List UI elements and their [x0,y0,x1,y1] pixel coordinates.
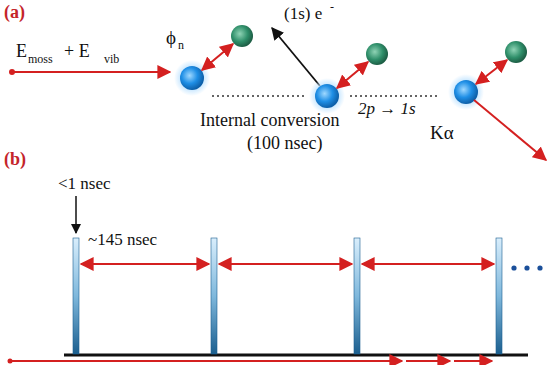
xray-arrow [474,100,546,160]
pulse-bar [211,238,217,354]
atom-halo [174,60,210,96]
blue-atom [180,66,204,90]
bond-arrow [476,60,507,84]
bond-arrow [202,44,233,70]
panel-label: (a) [4,3,25,21]
pointer-arrow [75,196,77,233]
atom-halo [309,78,345,114]
dotted-line [350,95,440,97]
time-label: (100 nsec) [247,134,322,152]
time-axis [64,354,528,357]
electron-arrow [272,28,320,86]
dotted-line [212,95,305,97]
subscript: moss [28,53,53,65]
subscript: vib [104,53,119,65]
interval-arrow [219,263,352,265]
process-label: Internal conversion [200,111,339,129]
blue-atom [315,84,339,108]
beam-arrow [10,360,402,362]
superscript: - [330,1,334,13]
green-atom [366,43,388,65]
green-atom [505,41,527,63]
ellipsis-dot [537,265,542,270]
bond-arrow [337,62,368,88]
ellipsis-dot [511,265,516,270]
transition-label: 2p → 1s [358,100,416,117]
mode-symbol: ϕ [166,28,176,47]
beam-arrow [454,360,492,362]
period-label: ~145 nsec [88,231,157,248]
pulse-bar [496,238,502,354]
beam-arrow [406,360,450,362]
pulse-bar [354,238,360,354]
green-atom [231,25,253,47]
electron-label: (1s) e [284,5,322,22]
panel-label: (b) [4,150,26,168]
ellipsis-dot [524,265,529,270]
interval-arrow [362,263,494,265]
pulse-bar [73,238,79,354]
interval-arrow [81,263,209,265]
energy-symbol: E [16,42,27,60]
energy-symbol: + E [64,42,90,60]
beam-arrow [12,71,170,73]
subscript: n [178,39,184,51]
pulse-width-label: <1 nsec [58,175,111,192]
xray-label: Kα [430,123,454,142]
